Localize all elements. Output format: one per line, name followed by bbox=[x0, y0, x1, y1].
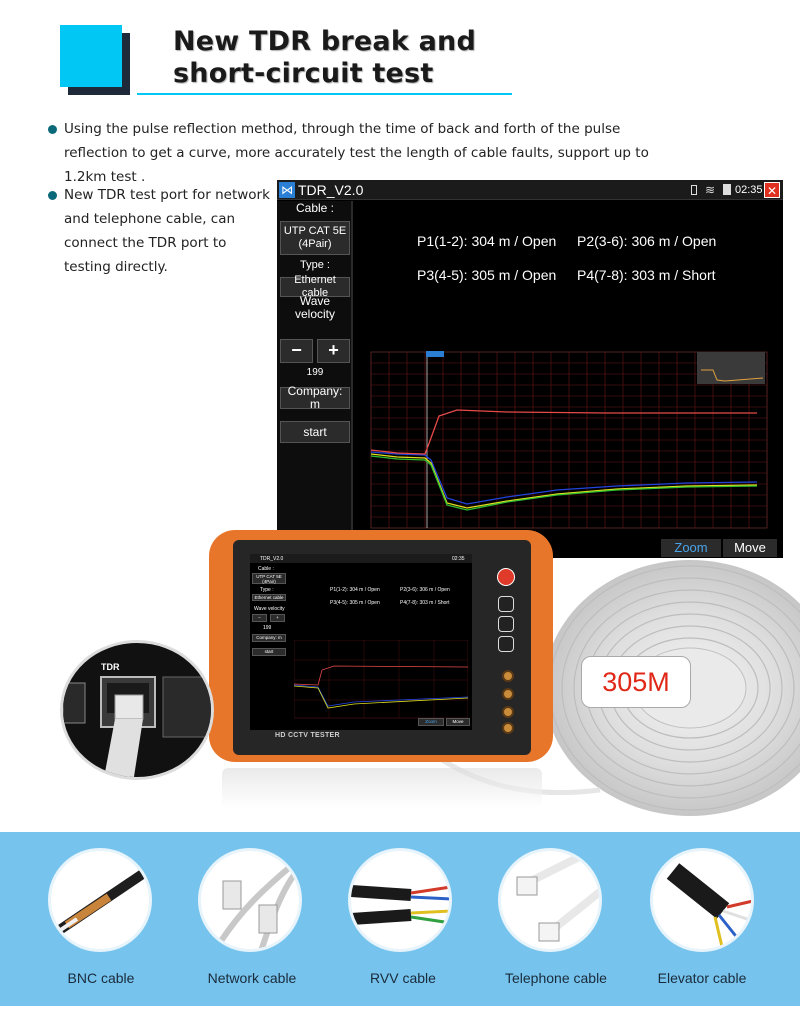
close-icon[interactable]: ✕ bbox=[764, 182, 780, 198]
result-p2: P2(3-6): 306 m / Open bbox=[577, 233, 717, 249]
wifi-icon: ≋ bbox=[705, 183, 716, 197]
mini-minus: − bbox=[252, 614, 267, 622]
cable-select[interactable]: UTP CAT 5E (4Pair) bbox=[280, 221, 350, 255]
device-model-label: HD CCTV TESTER bbox=[275, 732, 340, 739]
tester-device-screen: TDR_V2.0 02:35 Cable : UTP CAT 5E (4Pair… bbox=[250, 554, 472, 730]
result-p1: P1(1-2): 304 m / Open bbox=[417, 233, 557, 249]
start-button[interactable]: start bbox=[280, 421, 350, 443]
mini-move: Move bbox=[446, 718, 470, 726]
mini-app-title: TDR_V2.0 bbox=[260, 556, 284, 562]
capture-icon[interactable] bbox=[498, 616, 514, 632]
header-underline bbox=[137, 93, 512, 95]
network-cable-image bbox=[198, 848, 302, 952]
velocity-value: 199 bbox=[306, 367, 324, 378]
mini-waveform-plot bbox=[294, 640, 468, 719]
bullet-dot bbox=[48, 191, 57, 200]
rvv-cable-image bbox=[348, 848, 452, 952]
header-square bbox=[60, 25, 122, 87]
type-label: Type : bbox=[300, 259, 330, 271]
bnc-port bbox=[502, 688, 514, 700]
preview-thumbnail bbox=[697, 352, 765, 384]
bullet-pulse-reflection: Using the pulse reflection method, throu… bbox=[48, 117, 684, 189]
cable-label-telephone: Telephone cable bbox=[505, 970, 607, 986]
wave-velocity-label: Wave velocity bbox=[280, 295, 350, 321]
bnc-port bbox=[502, 722, 514, 734]
page-title-line1: New TDR break and bbox=[173, 26, 476, 57]
mini-title-bar bbox=[250, 554, 472, 563]
bullet-text: New TDR test port for network and teleph… bbox=[64, 187, 270, 275]
bnc-cable-image bbox=[48, 848, 152, 952]
tdr-port-closeup bbox=[60, 640, 214, 780]
app-logo-icon: ⋈ bbox=[279, 182, 295, 198]
velocity-increase-button[interactable]: + bbox=[317, 339, 350, 363]
cable-label-rvv: RVV cable bbox=[370, 970, 436, 986]
mini-plus: + bbox=[270, 614, 285, 622]
mini-clock: 02:35 bbox=[452, 556, 465, 562]
battery-icon bbox=[691, 185, 697, 195]
device-reflection bbox=[222, 768, 542, 808]
elevator-cable-image bbox=[650, 848, 754, 952]
telephone-cable-image bbox=[498, 848, 602, 952]
cable-label-elevator: Elevator cable bbox=[657, 970, 747, 986]
sd-card-icon bbox=[723, 184, 731, 195]
mini-result-p1: P1(1-2): 304 m / Open bbox=[330, 587, 380, 593]
cable-label-network: Network cable bbox=[207, 970, 297, 986]
mini-start: start bbox=[252, 648, 286, 656]
power-icon[interactable] bbox=[497, 568, 515, 586]
mini-company: Company: m bbox=[252, 634, 286, 642]
bnc-port bbox=[502, 706, 514, 718]
cable-label: Cable : bbox=[295, 201, 335, 215]
page-title: New TDR break and short-circuit test bbox=[173, 26, 476, 90]
mini-result-p4: P4(7-8): 303 m / Short bbox=[400, 600, 450, 606]
mini-cable-select: UTP CAT 5E (4Pair) bbox=[252, 573, 286, 584]
mini-result-p3: P3(4-5): 305 m / Open bbox=[330, 600, 380, 606]
mini-type-label: Type : bbox=[260, 587, 274, 593]
mini-wave-label: Wave velocity bbox=[254, 606, 285, 612]
zoom-button[interactable]: Zoom bbox=[661, 539, 721, 557]
velocity-decrease-button[interactable]: − bbox=[280, 339, 313, 363]
tdr-waveform-plot[interactable] bbox=[357, 350, 769, 540]
clock-time: 02:35 bbox=[735, 184, 763, 196]
bullet-text: Using the pulse reflection method, throu… bbox=[64, 121, 649, 185]
cursor-marker bbox=[426, 351, 444, 357]
screen-title-bar: ⋈ TDR_V2.0 ≋ 02:35 ✕ bbox=[277, 180, 783, 200]
sidebar-divider bbox=[351, 201, 353, 558]
cable-label-bnc: BNC cable bbox=[67, 970, 135, 986]
bullet-tdr-port: New TDR test port for network and teleph… bbox=[48, 183, 274, 279]
company-select[interactable]: Company: m bbox=[280, 385, 350, 411]
bnc-port bbox=[502, 670, 514, 682]
mini-velocity: 199 bbox=[263, 625, 272, 631]
mini-result-p2: P2(3-6): 306 m / Open bbox=[400, 587, 450, 593]
mini-cable-label: Cable : bbox=[258, 566, 274, 572]
type-select[interactable]: Ethernet cable bbox=[280, 274, 350, 299]
back-icon[interactable] bbox=[498, 636, 514, 652]
app-title: TDR_V2.0 bbox=[298, 182, 364, 198]
mini-zoom: Zoom bbox=[418, 718, 444, 726]
rj45-port-illustration bbox=[63, 676, 211, 777]
home-icon[interactable] bbox=[498, 596, 514, 612]
tdr-port-label: TDR bbox=[101, 662, 120, 672]
result-p3: P3(4-5): 305 m / Open bbox=[417, 267, 557, 283]
bullet-dot bbox=[48, 125, 57, 134]
tdr-screen: ⋈ TDR_V2.0 ≋ 02:35 ✕ Cable : UTP CAT 5E … bbox=[277, 180, 783, 558]
cable-length-badge: 305M bbox=[581, 656, 691, 708]
page-title-line2: short-circuit test bbox=[173, 58, 434, 89]
move-button[interactable]: Move bbox=[723, 539, 777, 557]
settings-sidebar: Cable : UTP CAT 5E (4Pair) Type : Ethern… bbox=[277, 201, 351, 551]
result-p4: P4(7-8): 303 m / Short bbox=[577, 267, 716, 283]
mini-type-select: Ethernet cable bbox=[252, 594, 286, 601]
